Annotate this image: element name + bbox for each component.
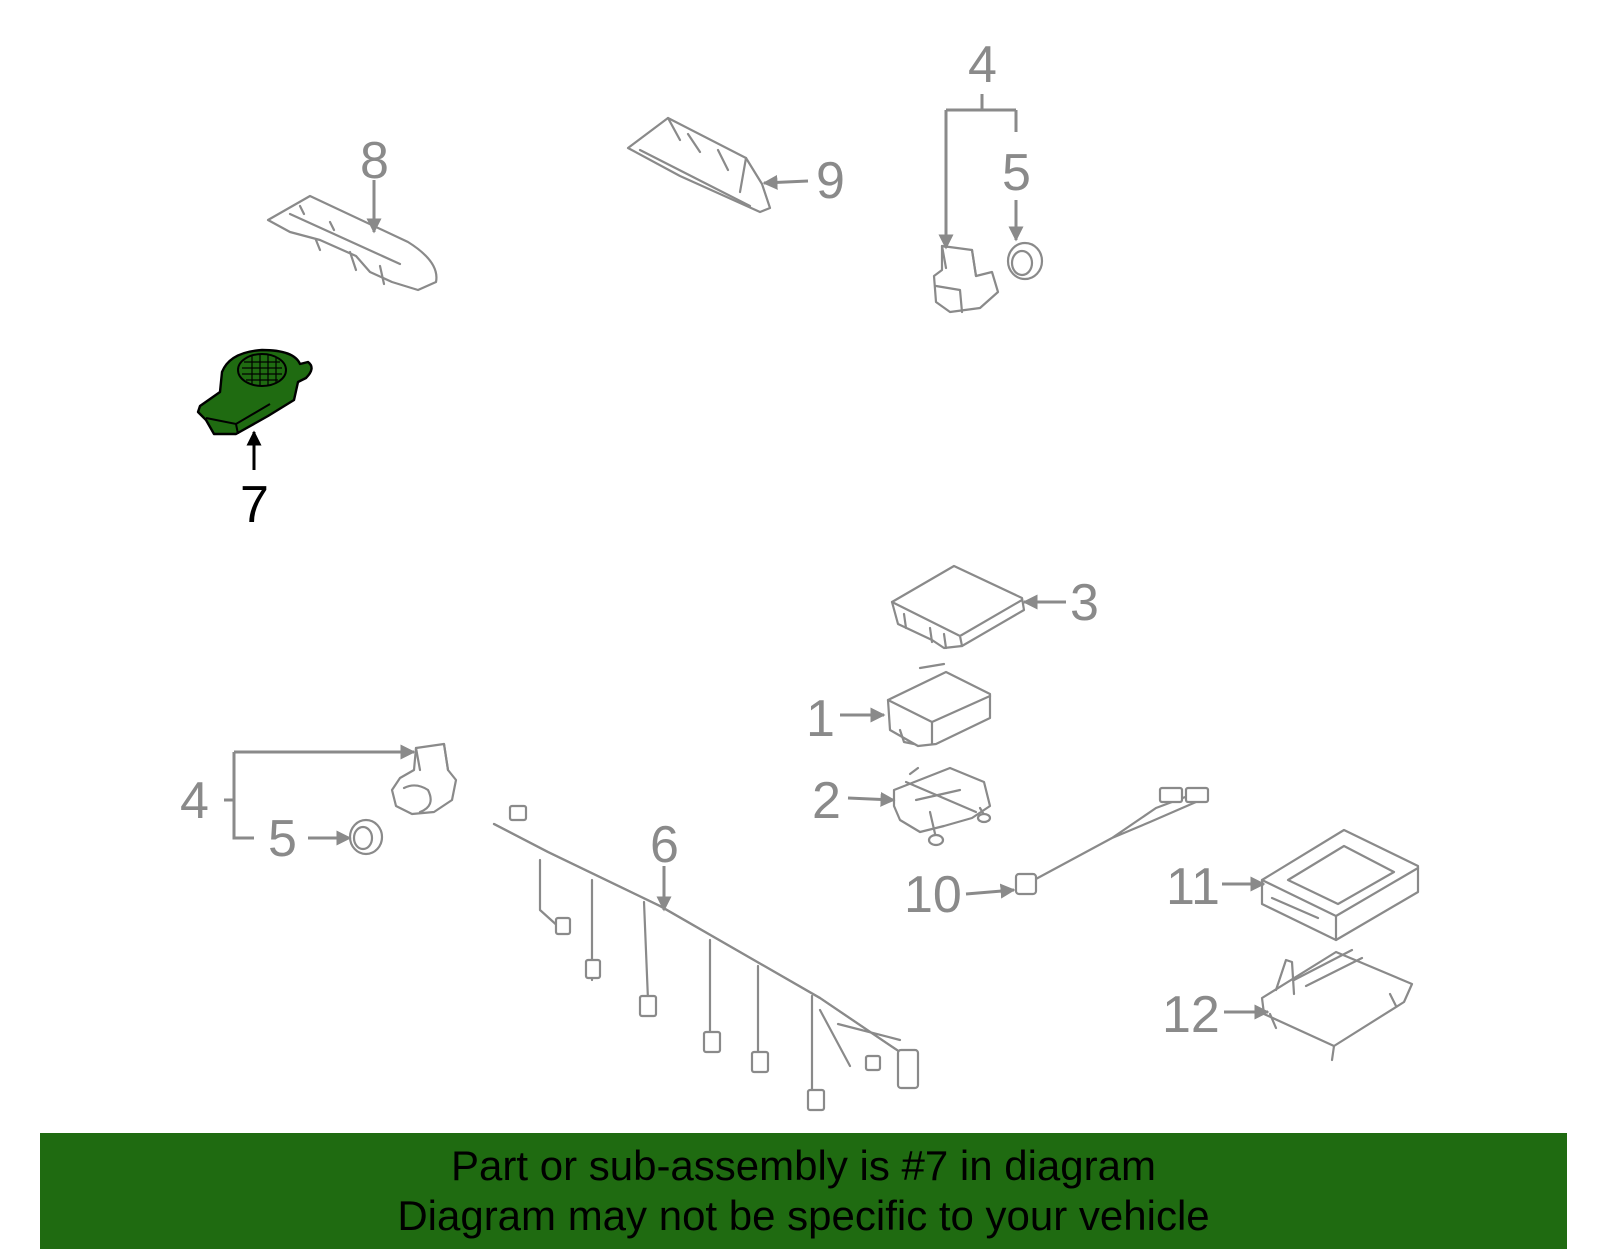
part-4-top-sensor[interactable]: [932, 244, 1000, 314]
leader-lines: [224, 94, 1270, 1020]
banner-line-1: Part or sub-assembly is #7 in diagram: [451, 1142, 1156, 1189]
part-2-bracket-plate[interactable]: [892, 766, 992, 847]
part-5-top-ring[interactable]: [1006, 241, 1044, 281]
part-3-control-module[interactable]: [890, 564, 1026, 650]
callout-12: 12: [1162, 986, 1220, 1044]
part-8-trim-panel[interactable]: [266, 194, 438, 292]
part-6-wiring-harness[interactable]: [492, 804, 920, 1112]
callout-8: 8: [360, 132, 389, 190]
callout-7: 7: [240, 476, 269, 534]
part-9-bracket[interactable]: [626, 116, 772, 214]
callout-10: 10: [904, 866, 962, 924]
leader-9: [762, 174, 809, 190]
banner-line-2: Diagram may not be specific to your vehi…: [397, 1192, 1210, 1239]
callout-11: 11: [1166, 858, 1220, 916]
part-1-module[interactable]: [886, 662, 992, 748]
callout-6: 6: [650, 816, 679, 874]
part-10-sensor-cable[interactable]: [1014, 786, 1210, 896]
callout-2: 2: [812, 772, 841, 830]
callout-1: 1: [806, 690, 835, 748]
part-5-left-ring[interactable]: [348, 818, 384, 856]
part-11-electronics-box[interactable]: [1260, 828, 1420, 942]
leader-4-left: [224, 750, 408, 840]
part-4-left-sensor[interactable]: [390, 742, 458, 816]
callout-4-top: 4: [968, 36, 997, 94]
part-12-mounting-bracket[interactable]: [1260, 948, 1414, 1062]
callout-3: 3: [1070, 574, 1099, 632]
callout-5-left: 5: [268, 810, 297, 868]
leader-10: [965, 883, 1016, 899]
leader-4-top: [944, 94, 1018, 246]
callout-9: 9: [816, 152, 845, 210]
info-banner: Part or sub-assembly is #7 in diagram Di…: [40, 1133, 1567, 1249]
callout-labels: 8 9 4 5 7 3 1 2 4 5 6 10 11 12: [180, 36, 1220, 1044]
leader-2: [847, 791, 896, 807]
callout-4-left: 4: [180, 772, 209, 830]
callout-5-top: 5: [1002, 144, 1031, 202]
part-7-highlighted[interactable]: [196, 348, 313, 436]
